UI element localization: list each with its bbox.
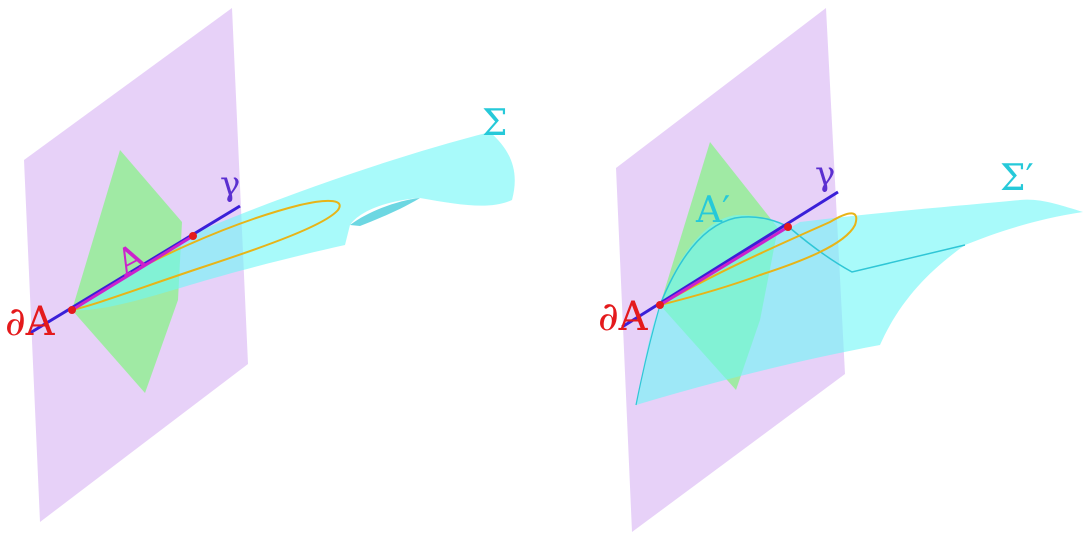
left-region-a bbox=[72, 150, 182, 393]
right-surface-edge bbox=[659, 216, 791, 306]
right-label-surface: Σ′ bbox=[1000, 158, 1034, 199]
right-panel: ∂A A′ γ Σ′ bbox=[598, 8, 1083, 532]
left-panel: ∂A A γ Σ bbox=[5, 8, 515, 522]
right-label-curve: γ bbox=[815, 154, 835, 194]
right-loop bbox=[659, 212, 858, 306]
right-segment-a bbox=[659, 225, 789, 307]
left-label-surface: Σ bbox=[482, 103, 507, 144]
left-segment-a bbox=[71, 234, 194, 312]
right-point-gamma bbox=[784, 223, 792, 231]
right-label-region: A′ bbox=[695, 190, 730, 231]
right-surface-crease bbox=[789, 227, 966, 273]
left-label-boundary: ∂A bbox=[5, 299, 56, 345]
left-surface-sigma bbox=[72, 132, 515, 311]
left-loop bbox=[71, 199, 341, 311]
right-label-boundary: ∂A bbox=[598, 294, 649, 340]
left-surface-fold bbox=[350, 198, 420, 226]
left-line-blue bbox=[29, 204, 241, 335]
left-point-gamma bbox=[189, 232, 197, 240]
left-label-curve: γ bbox=[220, 164, 240, 204]
left-point-boundary bbox=[68, 306, 76, 314]
right-point-boundary bbox=[656, 301, 664, 309]
right-surface-left-edge bbox=[635, 304, 661, 406]
